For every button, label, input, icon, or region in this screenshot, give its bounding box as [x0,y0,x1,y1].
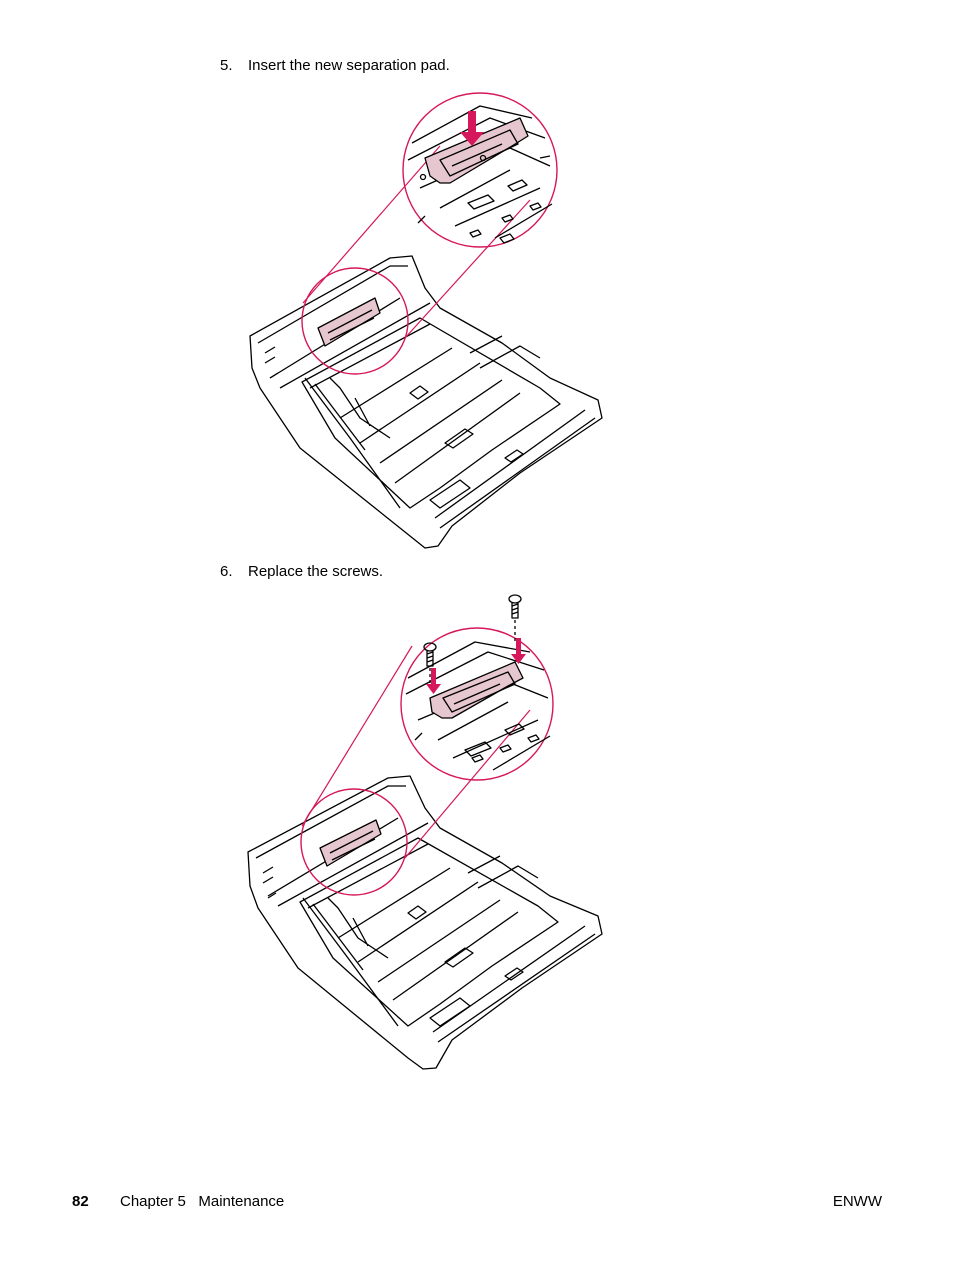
page-number: 82 [72,1193,89,1210]
footer-brand: ENWW [832,1193,882,1210]
tray-illustration-insert-pad [240,88,610,550]
tray-illustration-replace-screws [240,590,610,1072]
tray-drawing [249,92,603,549]
screw-icon [423,642,437,688]
tray-outline [249,255,603,549]
tray-drawing [247,594,603,1070]
zoom-detail [407,105,553,244]
step-text: Insert the new separation pad. [248,57,450,74]
zoom-circle-large [400,627,554,781]
step-5: 5. Insert the new separation pad. [220,57,450,75]
insert-arrow-icon [460,111,484,146]
step-number: 6. [220,563,233,580]
zoom-circle-small [301,267,409,375]
screw-icon [508,594,522,642]
zoom-circle-large [402,92,558,248]
step-text: Replace the screws. [248,563,384,580]
step-number: 5. [220,57,233,74]
chapter-title: Chapter 5 Maintenance [120,1193,285,1210]
tray-outline [247,775,603,1070]
zoom-circle-small [300,788,408,896]
down-arrow-icon [511,638,526,664]
separation-pad-large [424,117,529,184]
step-6: 6. Replace the screws. [220,563,383,581]
down-arrow-icon [426,668,441,694]
separation-pad-large [429,661,524,719]
